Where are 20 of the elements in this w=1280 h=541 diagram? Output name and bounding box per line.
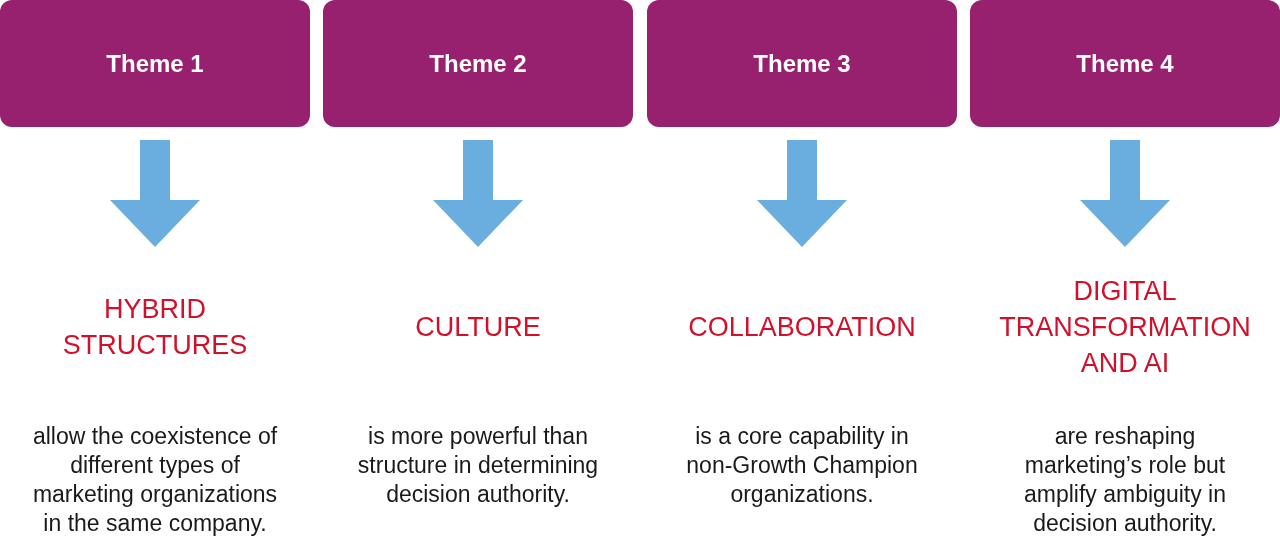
theme-box [0,0,310,127]
theme-box [323,0,633,127]
topic-heading: COLLABORATION [687,311,917,344]
arrow [1080,140,1170,247]
theme-label: Theme 2 [429,48,527,79]
theme-label: Theme 3 [753,48,851,79]
topic-heading: HYBRID STRUCTURES [61,293,249,362]
topic-description: is a core capability in non-Growth Champion organizations. [685,422,919,509]
topic-description: are reshaping marketing’s role but amplify ambiguity in decision authority. [1023,422,1227,538]
theme-box [647,0,957,127]
arrow [110,140,200,247]
theme-label: Theme 1 [106,48,204,79]
arrow [433,140,523,247]
topic-description: allow the coexistence of different types of marketing organizations in the same company. [31,422,279,538]
theme-box [970,0,1280,127]
theme-label: Theme 4 [1076,48,1174,79]
arrow [757,140,847,247]
topic-heading: CULTURE [414,311,542,344]
topic-heading: DIGITAL TRANSFORMATION AND AI [998,275,1252,380]
topic-description: is more powerful than structure in determining decision authority. [356,422,600,509]
